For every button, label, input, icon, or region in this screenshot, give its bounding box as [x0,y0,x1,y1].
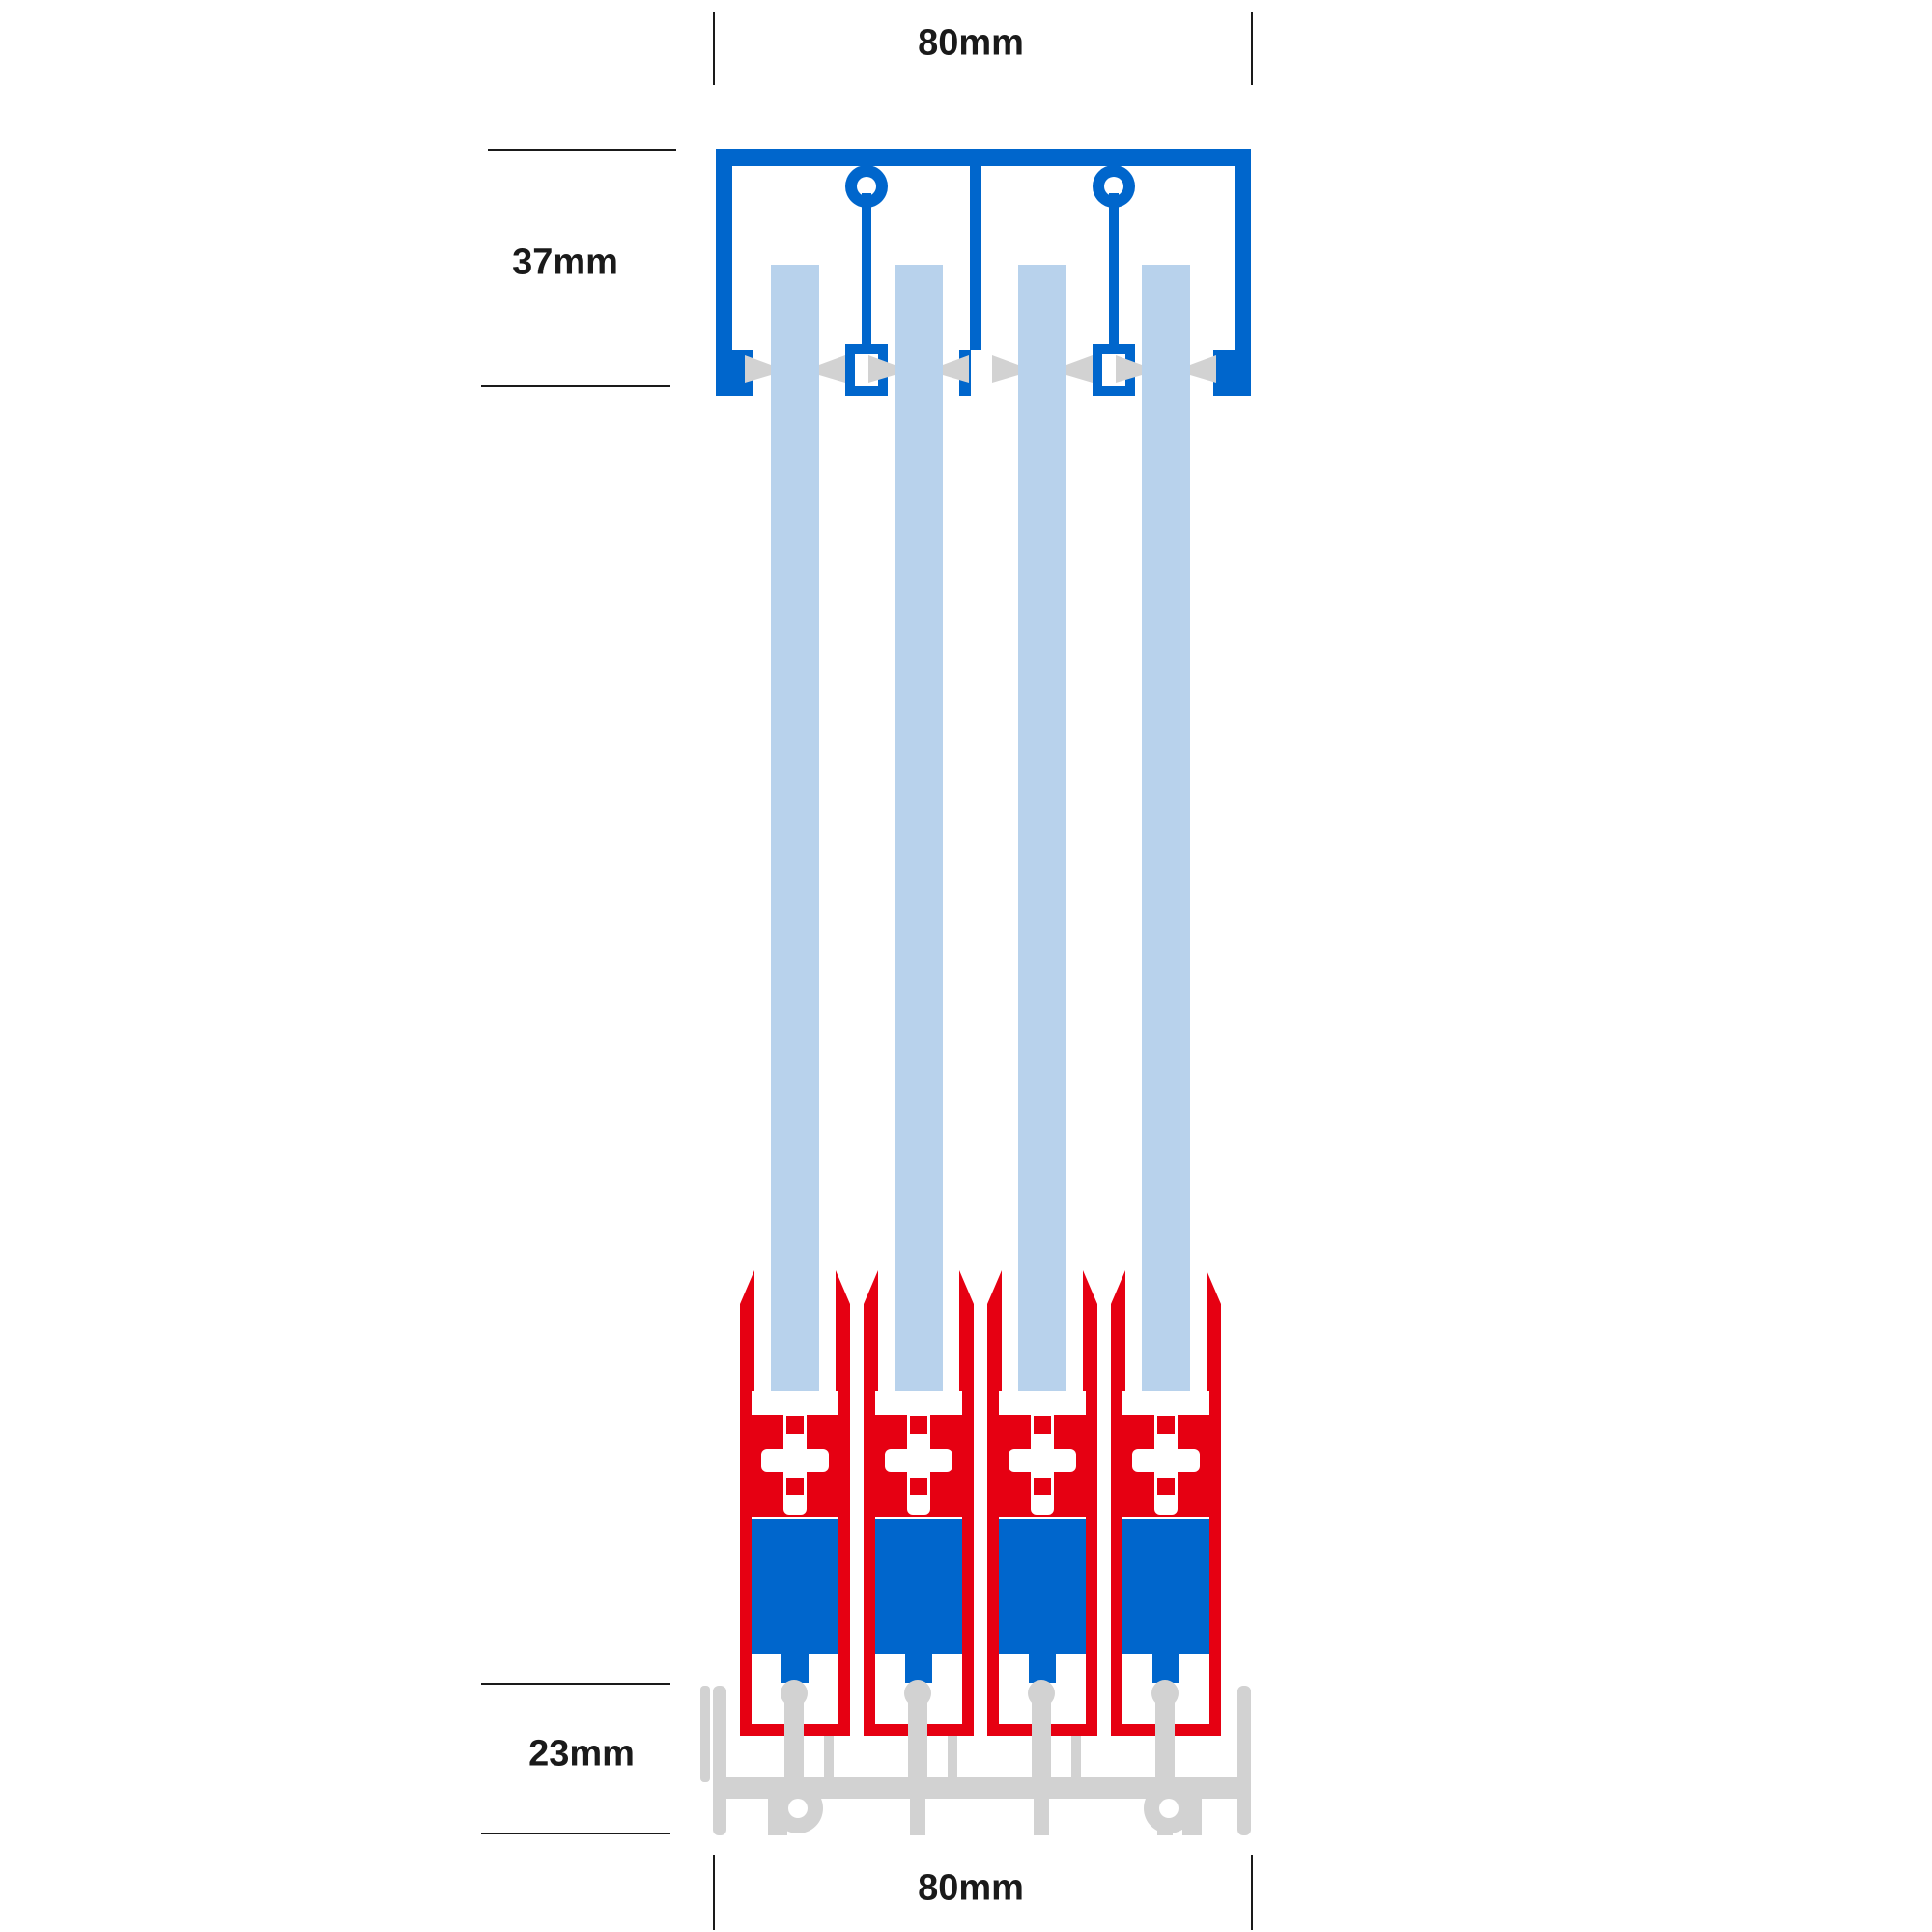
roller-guide [784,1693,804,1780]
bottom-track-height-label: 23mm [528,1733,635,1775]
door-panel-2 [864,265,974,1780]
top-guide-right [1066,355,1093,383]
top-guide-left [868,355,895,383]
roller-guide [908,1693,927,1780]
top-width-label: 80mm [918,22,1024,64]
carrier-boss-top [910,1416,927,1434]
top-guide-right [943,355,969,383]
top-guide-left [745,355,771,383]
bottom-rail-1 [700,1686,710,1782]
hanger-head-hole [1104,177,1123,196]
glass-panel [1142,265,1190,1391]
carrier-boss-top [1157,1416,1175,1434]
carrier-boss-bottom [910,1478,927,1495]
carrier-boss-bottom [786,1478,804,1495]
roller-guide [1155,1693,1175,1780]
top-track-height-label: 37mm [512,242,618,283]
top-guide-right [819,355,845,383]
door-panel-3 [987,265,1097,1780]
carrier-boss-bottom [1157,1478,1175,1495]
roller-guide [1032,1693,1051,1780]
door-panel-1 [740,265,850,1780]
carrier-opening-h [761,1449,829,1472]
glass-panel [1018,265,1066,1391]
carrier-insert [1122,1519,1209,1654]
bottom-width-label: 80mm [918,1867,1024,1909]
hanger-head-hole [857,177,876,196]
door-panel-4 [1111,265,1221,1780]
carrier-insert [875,1519,962,1654]
carrier-insert-stem [1029,1654,1056,1683]
glass-panel [771,265,819,1391]
top-guide-right [1190,355,1216,383]
carrier-boss-bottom [1034,1478,1051,1495]
carrier-insert-stem [905,1654,932,1683]
top-guide-left [1116,355,1142,383]
bottom-track-profile [713,1686,1251,1835]
carrier-insert-stem [781,1654,809,1683]
dimension-lines [481,12,1253,1930]
hanger-stem [1109,193,1119,353]
glass-panel [895,265,943,1391]
carrier-opening-h [1009,1449,1076,1472]
carrier-boss-top [1034,1416,1051,1434]
carrier-insert [999,1519,1086,1654]
carrier-opening-h [885,1449,952,1472]
carrier-opening-h [1132,1449,1200,1472]
door-panels [740,265,1221,1780]
hanger-stem [862,193,871,353]
top-guide-left [992,355,1018,383]
carrier-insert [752,1519,838,1654]
carrier-insert-stem [1152,1654,1179,1683]
carrier-boss-top [786,1416,804,1434]
